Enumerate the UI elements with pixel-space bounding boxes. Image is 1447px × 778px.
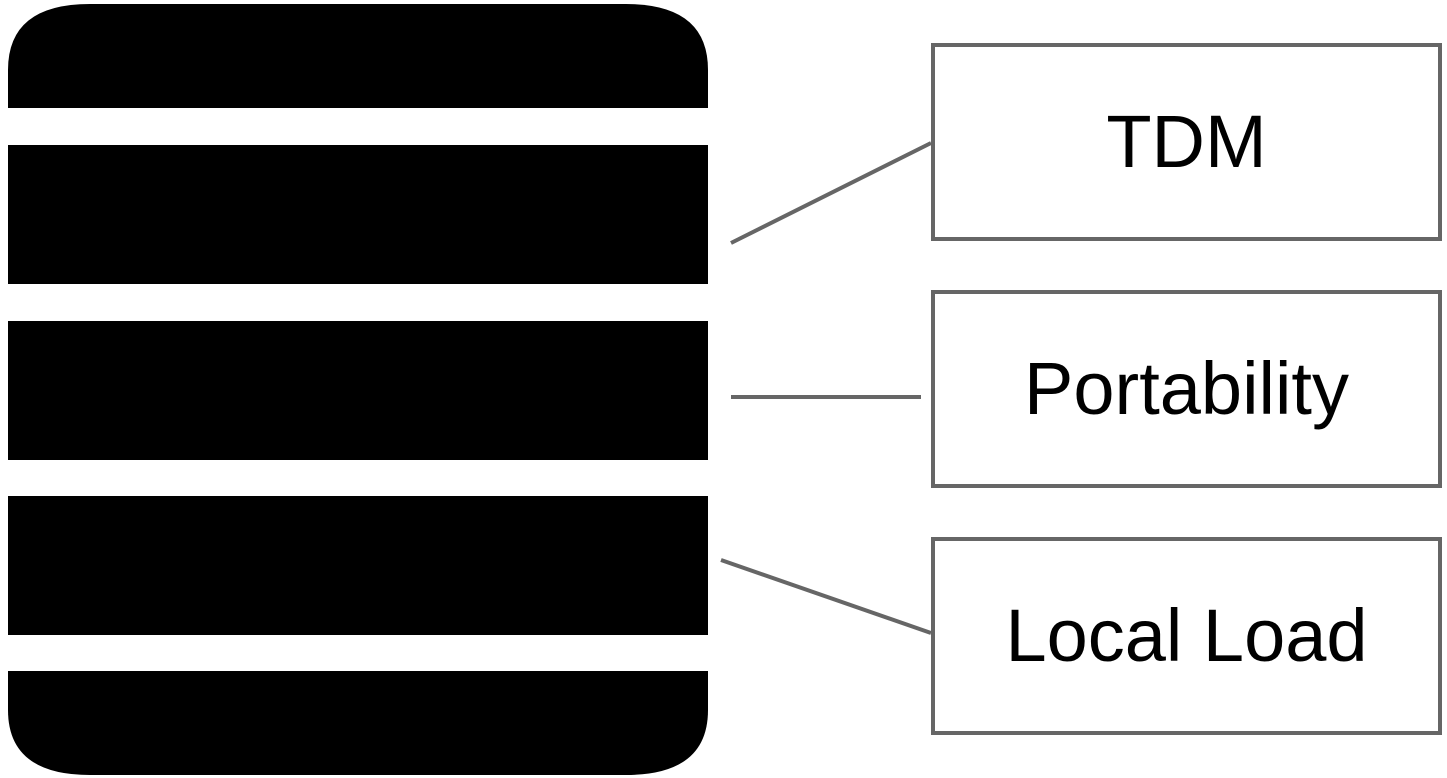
local-load-label: Local Load <box>1005 594 1368 677</box>
stack-layer-bottom <box>8 671 708 775</box>
tdm-label: TDM <box>1106 100 1267 183</box>
portability-label: Portability <box>1024 347 1349 430</box>
stack-layer-2 <box>8 145 708 284</box>
stack-layer-3 <box>8 321 708 460</box>
stack-layer-4 <box>8 496 708 635</box>
local-load-label-box: Local Load <box>931 537 1442 735</box>
portability-label-box: Portability <box>931 290 1442 488</box>
connector-tdm <box>730 141 932 245</box>
stack-layer-top <box>8 4 708 108</box>
tdm-label-box: TDM <box>931 43 1442 241</box>
connector-local-load <box>720 558 932 635</box>
